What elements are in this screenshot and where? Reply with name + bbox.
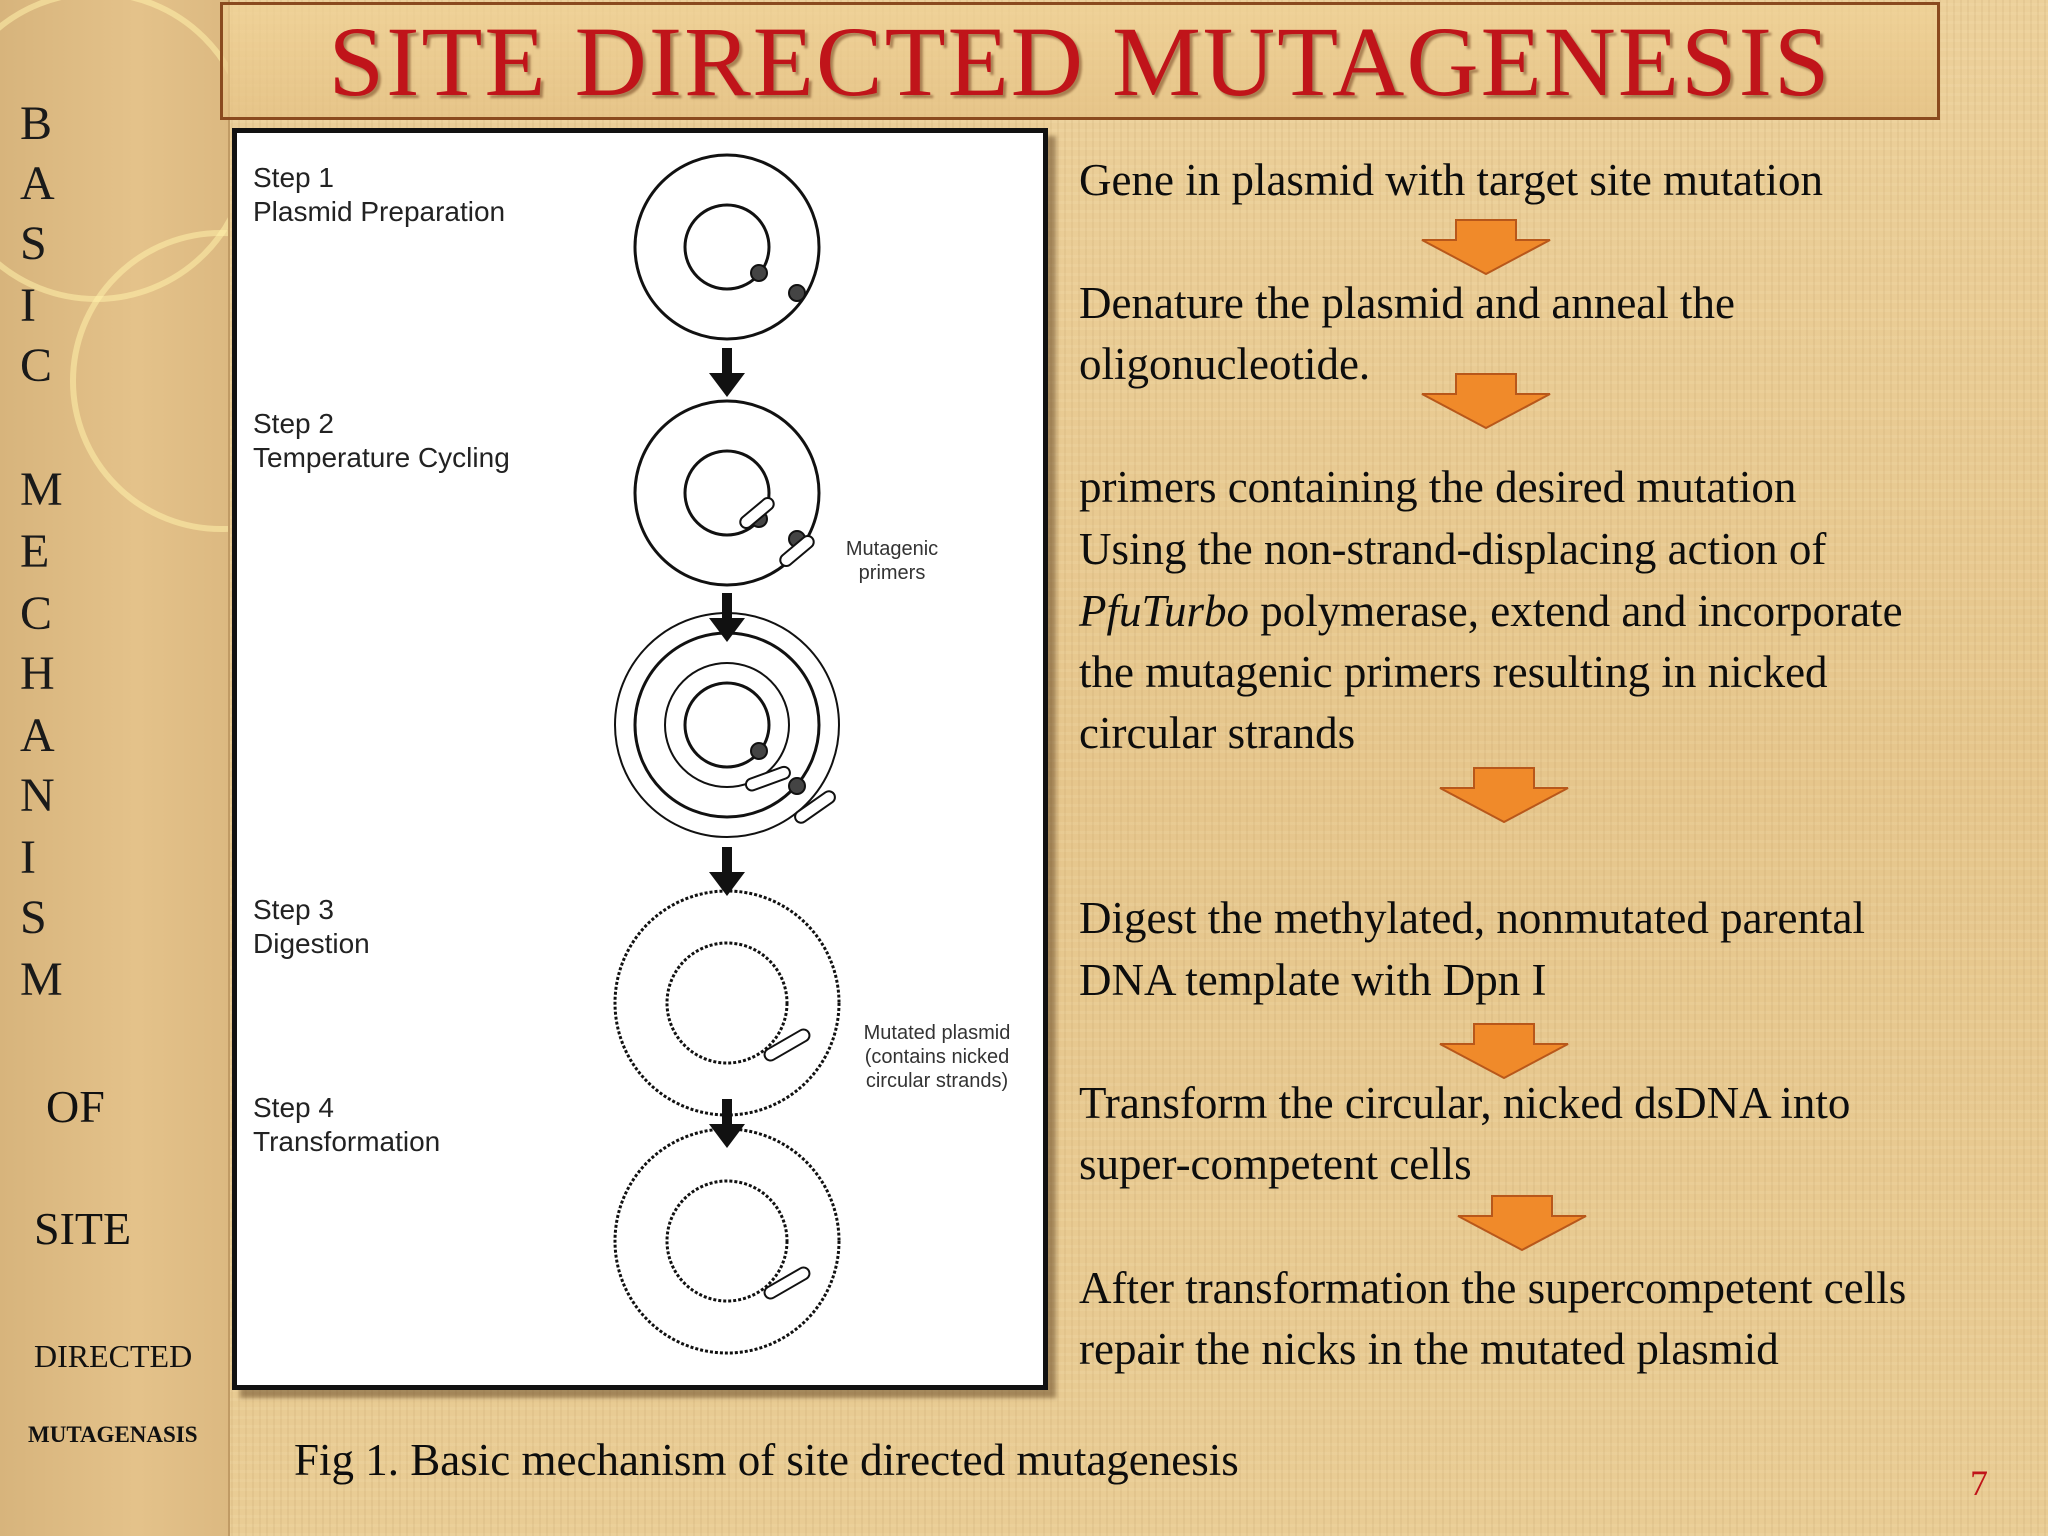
- sidebar-letter: M: [20, 463, 63, 516]
- step2-text-line1: Denature the plasmid and anneal the: [1079, 278, 1735, 328]
- step3-text-line3-rest: polymerase, extend and incorporate: [1249, 586, 1903, 636]
- step3-text-line3: PfuTurbo polymerase, extend and incorpor…: [1079, 585, 1903, 637]
- step-arrow: [709, 373, 745, 397]
- step3-name: Digestion: [253, 928, 370, 959]
- sidebar-letter: M: [20, 953, 63, 1006]
- sidebar-letter: E: [20, 525, 50, 578]
- primer-shape: [794, 790, 836, 824]
- digested-outer-ring: [613, 889, 841, 1117]
- mutation-site-marker: [788, 777, 806, 795]
- step-arrow: [722, 847, 732, 873]
- step5-text-line2: super-competent cells: [1079, 1139, 1472, 1189]
- step4-text-line2: DNA template with Dpn I: [1079, 955, 1547, 1005]
- sidebar-word-site: SITE: [34, 1203, 132, 1254]
- step6-text-line1: After transformation the supercompetent …: [1079, 1263, 1907, 1313]
- pfuturbo-enzyme-name: PfuTurbo: [1079, 586, 1250, 636]
- page-number: 7: [1970, 1463, 1988, 1503]
- note-line: primers: [858, 562, 926, 584]
- step6-text-line2: repair the nicks in the mutated plasmid: [1079, 1324, 1779, 1374]
- figure-caption: Fig 1. Basic mechanism of site directed …: [294, 1435, 1239, 1485]
- note-line: circular strands): [865, 1070, 1009, 1092]
- primer-shape: [763, 1028, 811, 1062]
- sidebar-letter: N: [20, 769, 55, 822]
- sidebar-letter: B: [20, 97, 53, 150]
- step3-text-line1: primers containing the desired mutation: [1079, 462, 1797, 512]
- transformed-inner-ring: [665, 1179, 789, 1303]
- step2-name: Temperature Cycling: [253, 442, 510, 473]
- step4-title: Step 4: [253, 1092, 334, 1123]
- sidebar-word-directed: DIRECTED: [34, 1338, 193, 1374]
- down-arrow-icon: [1439, 1023, 1569, 1080]
- mutation-site-marker: [750, 742, 768, 760]
- step4-name: Transformation: [253, 1126, 441, 1157]
- down-arrow-icon: [1421, 373, 1551, 430]
- step1-label: Step 1 Plasmid Preparation: [253, 161, 505, 229]
- transformed-outer-ring: [613, 1127, 841, 1355]
- step2-title: Step 2: [253, 408, 334, 439]
- sidebar-letter: H: [20, 647, 55, 700]
- primer-shape: [763, 1266, 811, 1300]
- title-banner: SITE DIRECTED MUTAGENESIS: [220, 2, 1940, 120]
- sidebar-word-of: OF: [46, 1081, 105, 1132]
- primer-shape: [739, 497, 775, 529]
- mutagenic-primers-note: Mutagenic primers: [827, 537, 957, 585]
- note-line: Mutagenic: [845, 538, 939, 560]
- sidebar-letter: A: [20, 709, 55, 762]
- step3-title: Step 3: [253, 894, 334, 925]
- primer-shape: [744, 765, 791, 792]
- sidebar-word-mutagenasis: MUTAGENASIS: [28, 1422, 198, 1447]
- plasmid-outer-ring: [633, 153, 821, 341]
- mutation-site-marker: [788, 284, 806, 302]
- note-line: Mutated plasmid: [863, 1022, 1011, 1044]
- step3-text-line2: Using the non-strand-displacing action o…: [1079, 524, 1827, 574]
- sidebar-letter: C: [20, 587, 53, 640]
- plasmid-outer-ring: [614, 612, 840, 838]
- plasmid-diagram: [613, 153, 841, 1355]
- step3-label: Step 3 Digestion: [253, 893, 370, 961]
- primer-shape: [779, 535, 815, 567]
- sidebar-letter: I: [20, 831, 36, 884]
- sidebar-letter: I: [20, 279, 36, 332]
- step1-name: Plasmid Preparation: [253, 196, 506, 227]
- mechanism-figure: Step 1 Plasmid Preparation Step 2 Temper…: [232, 128, 1048, 1390]
- step-arrow: [722, 348, 732, 374]
- step2-text-line2: oligonucleotide.: [1079, 339, 1371, 389]
- page-title: SITE DIRECTED MUTAGENESIS: [328, 5, 1832, 117]
- sidebar-letter: S: [20, 217, 47, 270]
- down-arrow-icon: [1421, 219, 1551, 276]
- plasmid-inner-ring: [664, 662, 790, 788]
- step-arrow: [709, 618, 745, 642]
- down-arrow-icon: [1439, 767, 1569, 824]
- plasmid-inner-ring: [683, 681, 771, 769]
- step3-text-line5: circular strands: [1079, 708, 1356, 758]
- step-arrow: [722, 593, 732, 619]
- step4-text-line1: Digest the methylated, nonmutated parent…: [1079, 893, 1866, 943]
- sidebar-letter: C: [20, 339, 53, 392]
- step-arrow: [709, 872, 745, 896]
- mutation-site-marker: [750, 264, 768, 282]
- step4-label: Step 4 Transformation: [253, 1091, 440, 1159]
- step3-text-line4: the mutagenic primers resulting in nicke…: [1079, 647, 1828, 697]
- plasmid-inner-ring: [683, 449, 771, 537]
- step1-text: Gene in plasmid with target site mutatio…: [1079, 155, 1824, 205]
- note-line: (contains nicked: [864, 1046, 1010, 1068]
- step-arrow: [722, 1099, 732, 1125]
- digested-inner-ring: [665, 941, 789, 1065]
- step1-title: Step 1: [253, 162, 334, 193]
- mutated-plasmid-note: Mutated plasmid (contains nicked circula…: [837, 1021, 1037, 1093]
- plasmid-inner-ring: [683, 203, 771, 291]
- sidebar-letter: A: [20, 157, 55, 210]
- step5-text-line1: Transform the circular, nicked dsDNA int…: [1079, 1078, 1851, 1128]
- sidebar-letter: S: [20, 891, 47, 944]
- step-arrow: [709, 1124, 745, 1148]
- sidebar: B A S I C M E C H A N I S M OF SITE DIRE…: [0, 0, 230, 1536]
- down-arrow-icon: [1457, 1195, 1587, 1252]
- step2-label: Step 2 Temperature Cycling: [253, 407, 510, 475]
- plasmid-outer-ring: [633, 399, 821, 587]
